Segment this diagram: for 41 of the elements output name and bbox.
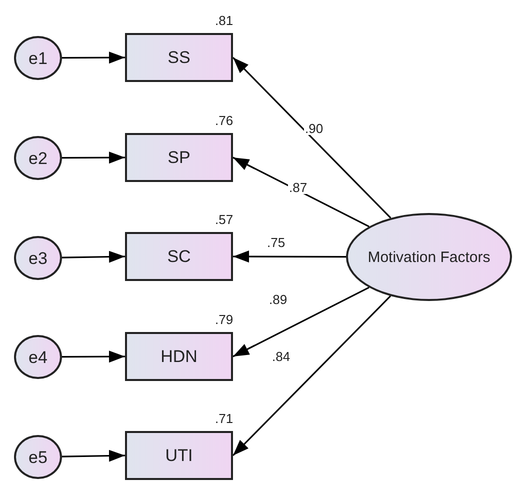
node-label: e5 xyxy=(28,448,48,466)
arrow xyxy=(62,350,125,363)
observed-variable-box xyxy=(125,332,233,381)
arrow xyxy=(62,152,125,164)
error-circle xyxy=(14,136,62,180)
node-label: HDN xyxy=(160,348,198,365)
arrow xyxy=(62,250,126,263)
error-circle xyxy=(14,435,62,479)
node-label: SP xyxy=(168,149,190,166)
arrow xyxy=(62,52,125,64)
edge-label: .87 xyxy=(288,181,308,194)
observed-variable-box xyxy=(125,232,233,281)
arrow xyxy=(232,295,392,456)
edge-label: .89 xyxy=(268,293,288,306)
error-circle xyxy=(14,335,62,379)
arrow xyxy=(232,156,370,228)
node-label: SS xyxy=(168,49,190,66)
arrow xyxy=(233,250,346,263)
arrow xyxy=(232,56,392,219)
edge-label: .90 xyxy=(304,122,324,135)
node-label: e1 xyxy=(28,50,48,66)
node-label: SC xyxy=(167,248,191,265)
observed-variable-box xyxy=(125,33,233,82)
node-label: Motivation Factors xyxy=(368,250,490,264)
edge-label: .84 xyxy=(271,350,292,363)
observed-variable-box xyxy=(125,431,233,480)
r-squared-value: .79 xyxy=(215,313,234,326)
arrow xyxy=(62,450,126,462)
node-label: e2 xyxy=(28,150,48,166)
node-label: e4 xyxy=(28,348,48,366)
error-circle xyxy=(14,236,62,280)
r-squared-value: .76 xyxy=(215,114,234,127)
r-squared-value: .81 xyxy=(215,14,234,27)
error-circle xyxy=(14,36,62,80)
node-label: UTI xyxy=(165,447,193,464)
arrow xyxy=(232,286,370,358)
r-squared-value: .57 xyxy=(215,213,234,226)
node-label: e3 xyxy=(28,250,48,266)
edge-label: .75 xyxy=(266,236,286,249)
r-squared-value: .71 xyxy=(215,412,234,425)
observed-variable-box xyxy=(125,133,233,182)
